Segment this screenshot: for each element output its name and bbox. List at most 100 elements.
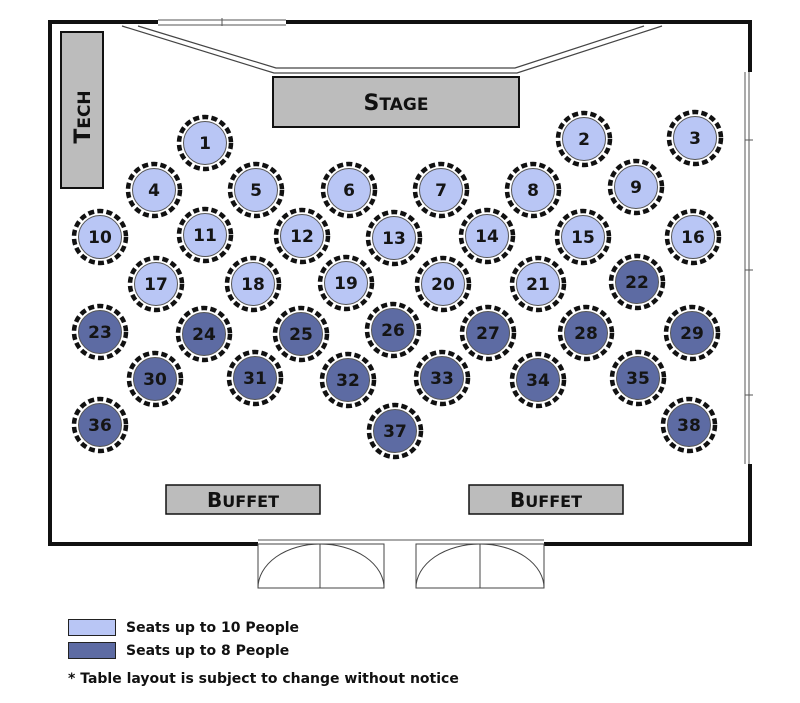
table-number: 34 [526, 371, 550, 391]
table-29: 29 [663, 304, 721, 362]
table-top [231, 262, 275, 306]
table-21: 21 [509, 255, 567, 313]
table-27: 27 [459, 304, 517, 362]
stage-label: STAGE [364, 91, 429, 116]
table-26: 26 [364, 301, 422, 359]
table-25: 25 [272, 305, 330, 363]
door-right-2 [479, 543, 545, 589]
table-number: 27 [476, 324, 500, 344]
table-number: 9 [630, 178, 642, 198]
table-top [466, 311, 510, 355]
table-1: 1 [176, 114, 234, 172]
buffet-right-label: BUFFET [510, 488, 582, 512]
table-number: 15 [571, 228, 595, 248]
table-chairs [176, 114, 234, 172]
table-number: 3 [689, 129, 701, 149]
table-20: 20 [414, 255, 472, 313]
table-chairs [71, 208, 129, 266]
table-top [671, 215, 715, 259]
table-chairs [458, 207, 516, 265]
table-top [132, 168, 176, 212]
table-top [279, 312, 323, 356]
table-chairs [607, 158, 665, 216]
table-top [465, 214, 509, 258]
table-36: 36 [71, 396, 129, 454]
table-22: 22 [608, 253, 666, 311]
table-chairs [71, 396, 129, 454]
table-top [372, 216, 416, 260]
table-chairs [459, 304, 517, 362]
table-chairs [71, 303, 129, 361]
table-top [78, 403, 122, 447]
table-number: 30 [143, 370, 167, 390]
table-chairs [509, 351, 567, 409]
table-top [326, 358, 370, 402]
table-top [133, 357, 177, 401]
table-number: 6 [343, 181, 355, 201]
table-number: 14 [475, 227, 499, 247]
table-number: 5 [250, 181, 262, 201]
table-top [562, 117, 606, 161]
table-15: 15 [554, 208, 612, 266]
table-number: 25 [289, 325, 313, 345]
table-chairs [317, 254, 375, 312]
table-chairs [413, 349, 471, 407]
table-chairs [273, 207, 331, 265]
table-number: 12 [290, 227, 314, 247]
table-top [421, 262, 465, 306]
table-top [134, 262, 178, 306]
table-9: 9 [607, 158, 665, 216]
table-number: 2 [578, 130, 590, 150]
table-14: 14 [458, 207, 516, 265]
table-chairs [365, 209, 423, 267]
table-top [516, 262, 560, 306]
table-number: 20 [431, 275, 455, 295]
table-34: 34 [509, 351, 567, 409]
buffet-left [165, 484, 321, 515]
door-left-1 [257, 543, 321, 589]
table-number: 28 [574, 324, 598, 344]
table-32: 32 [319, 351, 377, 409]
tech-booth [60, 31, 104, 189]
table-number: 33 [430, 369, 454, 389]
legend: Seats up to 10 People Seats up to 8 Peop… [68, 616, 299, 662]
table-19: 19 [317, 254, 375, 312]
table-number: 31 [243, 369, 267, 389]
table-chairs [364, 301, 422, 359]
legend-eight-label: Seats up to 8 People [126, 642, 290, 659]
table-11: 11 [176, 206, 234, 264]
table-8: 8 [504, 161, 562, 219]
table-top [673, 116, 717, 160]
table-12: 12 [273, 207, 331, 265]
table-chairs [126, 350, 184, 408]
table-7: 7 [412, 161, 470, 219]
buffet-right [468, 484, 624, 515]
table-number: 29 [680, 324, 704, 344]
table-chairs [224, 255, 282, 313]
table-top [78, 310, 122, 354]
table-top [280, 214, 324, 258]
table-top [615, 260, 659, 304]
table-top [670, 311, 714, 355]
table-chairs [609, 349, 667, 407]
table-chairs [504, 161, 562, 219]
door-left-2 [319, 543, 385, 589]
legend-eight-seat: Seats up to 8 People [68, 639, 299, 662]
table-chairs [664, 208, 722, 266]
table-number: 8 [527, 181, 539, 201]
table-chairs [176, 206, 234, 264]
table-top [373, 409, 417, 453]
legend-ten-seat: Seats up to 10 People [68, 616, 299, 639]
table-4: 4 [125, 161, 183, 219]
buffet-left-label: BUFFET [207, 488, 279, 512]
entrance-doors [257, 539, 545, 589]
table-chairs [320, 161, 378, 219]
table-top [234, 168, 278, 212]
table-number: 37 [383, 422, 407, 442]
table-number: 32 [336, 371, 360, 391]
table-number: 19 [334, 274, 358, 294]
table-top [616, 356, 660, 400]
stage-outline [121, 25, 663, 74]
